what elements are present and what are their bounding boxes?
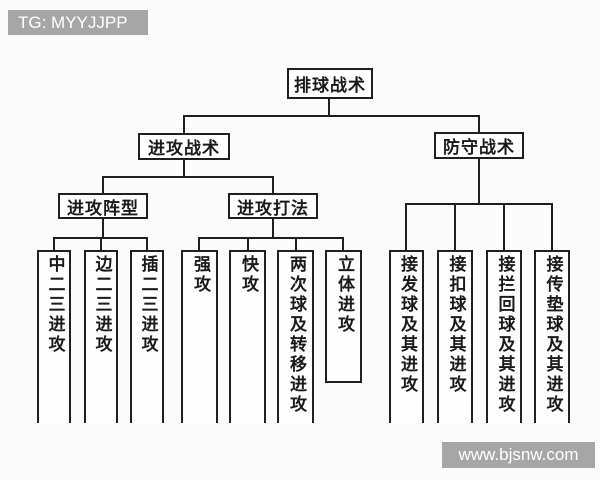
connector-drop-formation-leaf-2 <box>100 237 102 250</box>
connector-drop-defense-leaf-2 <box>454 203 456 250</box>
leaf-receive-pass-dig-attack-label: 接传垫球及其进攻 <box>542 255 563 415</box>
node-attack-formation: 进攻阵型 <box>58 193 148 219</box>
connector-drop-defense <box>478 115 480 133</box>
connector-defense-horizontal <box>405 203 553 205</box>
connector-play-stem <box>272 218 274 238</box>
connector-drop-play-leaf-4 <box>342 237 344 250</box>
connector-drop-play-leaf-3 <box>295 237 297 250</box>
leaf-receive-pass-dig-attack: 接传垫球及其进攻 <box>534 250 570 423</box>
leaf-three-dimensional-attack-label: 立体进攻 <box>334 255 354 335</box>
connector-drop-play <box>272 176 274 194</box>
connector-drop-attack <box>183 115 185 134</box>
leaf-receive-spike-attack-label: 接扣球及其进攻 <box>445 255 466 395</box>
connector-drop-defense-leaf-3 <box>503 203 505 250</box>
telegram-watermark: TG: MYYJJPP <box>8 10 148 35</box>
leaf-center-two-three-attack: 中二三进攻 <box>37 250 71 423</box>
node-root: 排球战术 <box>287 68 373 99</box>
leaf-side-two-three-attack-label: 边二三进攻 <box>91 255 112 355</box>
connector-formation-stem <box>102 218 104 238</box>
leaf-receive-block-rebound-attack-label: 接拦回球及其进攻 <box>494 255 515 415</box>
leaf-receive-serve-attack-label: 接发球及其进攻 <box>397 255 417 395</box>
connector-root-stem <box>328 99 330 116</box>
leaf-receive-spike-attack: 接扣球及其进攻 <box>437 250 473 423</box>
leaf-second-ball-transfer-attack: 两次球及转移进攻 <box>277 250 314 423</box>
connector-drop-play-leaf-1 <box>198 237 200 250</box>
leaf-power-attack-label: 强攻 <box>190 255 210 295</box>
connector-drop-defense-leaf-4 <box>551 203 553 250</box>
leaf-receive-serve-attack: 接发球及其进攻 <box>389 250 424 423</box>
connector-drop-formation-leaf-3 <box>146 237 148 250</box>
connector-level1-horizontal <box>183 115 480 117</box>
leaf-side-two-three-attack: 边二三进攻 <box>84 250 118 423</box>
connector-attack-horizontal <box>102 176 274 178</box>
leaf-power-attack: 强攻 <box>181 250 218 423</box>
connector-drop-play-leaf-2 <box>247 237 249 250</box>
leaf-three-dimensional-attack: 立体进攻 <box>325 250 362 383</box>
leaf-insert-two-three-attack-label: 插二三进攻 <box>137 255 158 355</box>
node-attack-tactics-label: 进攻战术 <box>148 139 220 159</box>
leaf-center-two-three-attack-label: 中二三进攻 <box>44 255 65 355</box>
leaf-quick-attack: 快攻 <box>229 250 266 423</box>
connector-play-horizontal <box>198 237 344 239</box>
connector-drop-defense-leaf-1 <box>405 203 407 250</box>
connector-attack-stem <box>183 159 185 177</box>
node-defense-tactics: 防守战术 <box>434 132 524 159</box>
connector-defense-stem <box>478 158 480 204</box>
website-watermark-text: www.bjsnw.com <box>458 445 579 464</box>
leaf-insert-two-three-attack: 插二三进攻 <box>130 250 164 423</box>
node-attack-tactics: 进攻战术 <box>138 133 230 160</box>
telegram-watermark-text: TG: MYYJJPP <box>18 12 128 32</box>
node-root-label: 排球战术 <box>294 76 366 96</box>
leaf-second-ball-transfer-attack-label: 两次球及转移进攻 <box>286 255 306 415</box>
node-attack-formation-label: 进攻阵型 <box>67 198 139 219</box>
node-attack-play-label: 进攻打法 <box>237 198 309 219</box>
connector-drop-formation <box>102 176 104 194</box>
connector-drop-formation-leaf-1 <box>53 237 55 250</box>
leaf-receive-block-rebound-attack: 接拦回球及其进攻 <box>486 250 522 423</box>
node-defense-tactics-label: 防守战术 <box>443 138 515 158</box>
node-attack-play: 进攻打法 <box>228 193 318 219</box>
website-watermark: www.bjsnw.com <box>442 442 595 468</box>
leaf-quick-attack-label: 快攻 <box>238 255 258 295</box>
